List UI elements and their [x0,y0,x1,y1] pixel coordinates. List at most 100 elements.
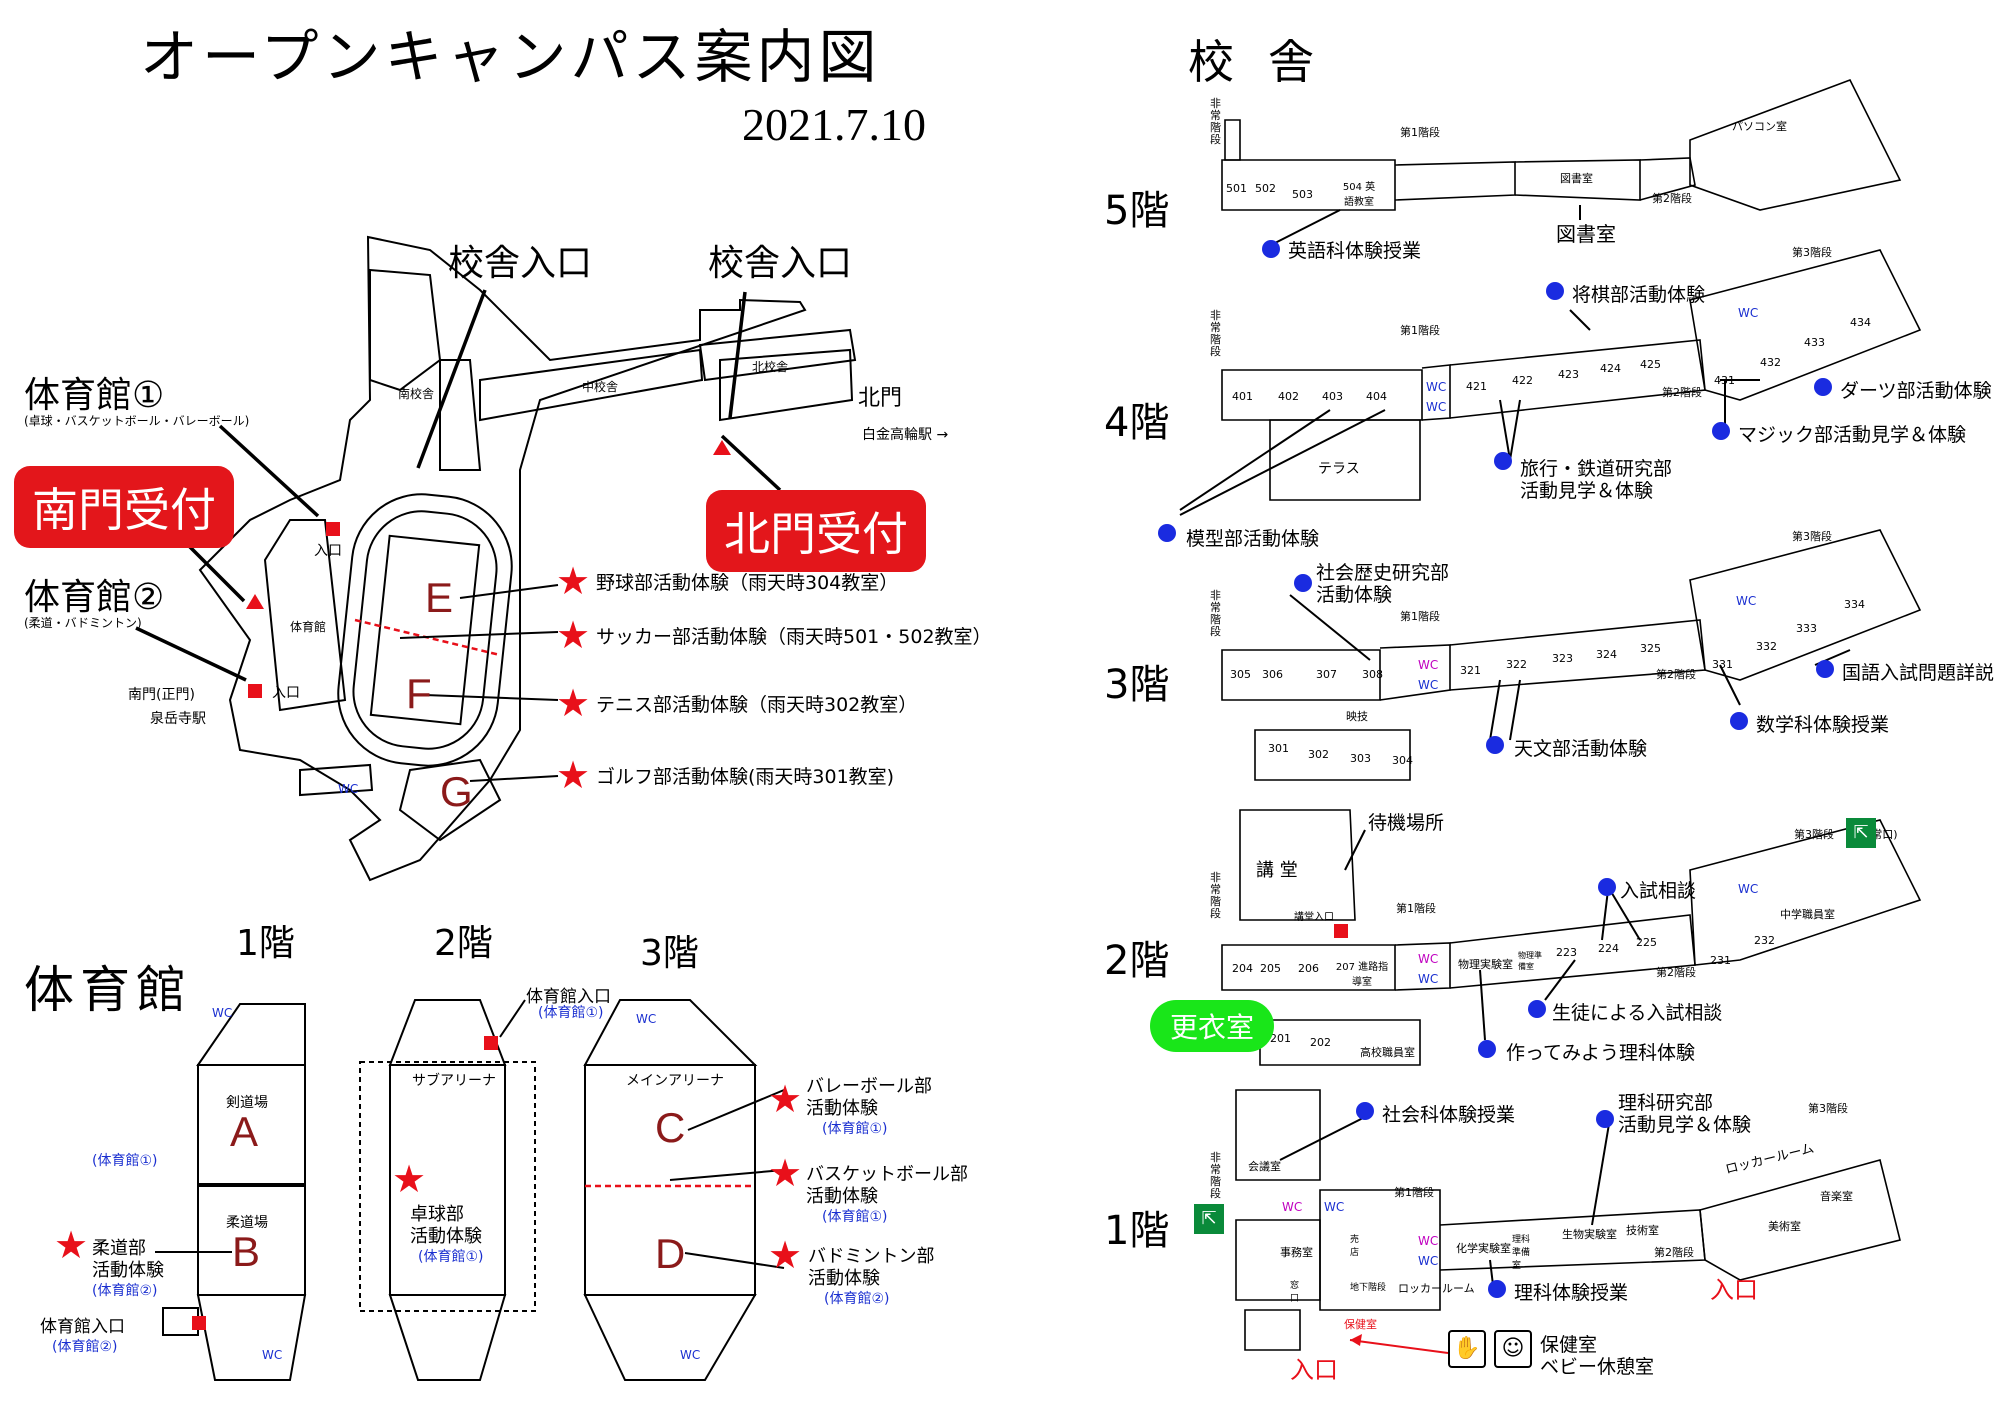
judo-hall: 柔道場 [226,1215,268,1231]
blue-dot-icon [1488,1280,1506,1298]
floor-1: 1階 [1104,1208,1170,1254]
room-403: 403 [1322,390,1343,403]
room-425: 425 [1640,358,1661,371]
station-south: 泉岳寺駅 [150,711,206,727]
zone-c: C [655,1104,686,1151]
art-room: 美術室 [1768,1220,1801,1233]
star-icon: ★ [768,1077,803,1121]
room-301: 301 [1268,742,1289,755]
room-404: 404 [1366,390,1387,403]
activity-soccer: サッカー部活動体験（雨天時501・502教室） [596,626,992,648]
wc: WC [1418,972,1439,986]
south-gate: 南門(正門) [128,687,195,703]
room-305: 305 [1230,668,1251,681]
social-history-2: 活動体験 [1316,584,1393,606]
gym-title: 体育館 [24,961,192,1019]
room-225: 225 [1636,936,1657,949]
room-332: 332 [1756,640,1777,653]
locker-room: ロッカールーム [1398,1282,1475,1295]
admission-consult: 入試相談 [1620,880,1697,902]
japanese-exam: 国語入試問題詳説 [1842,662,1995,684]
bd-act-1: バドミントン部 [808,1246,935,1267]
wc: WC [1418,1234,1439,1248]
stair-1: 第1階段 [1394,1186,1434,1199]
waiting-area: 待機場所 [1368,812,1445,834]
sub-arena: サブアリーナ [412,1073,496,1089]
vb-act-1: バレーボール部 [806,1076,932,1097]
activity-tennis: テニス部活動体験（雨天時302教室） [596,694,918,716]
office: 事務室 [1280,1246,1313,1259]
star-icon: ★ [556,681,591,725]
gym-wc: WC [636,1012,657,1026]
room-308: 308 [1362,668,1383,681]
gym-f1-entrance-note: (体育館②) [52,1339,118,1355]
darts-activity: ダーツ部活動体験 [1840,380,1992,402]
shop: 売店 [1350,1235,1360,1258]
star-icon: ★ [556,613,591,657]
room-503: 503 [1292,188,1313,201]
gym1-sub: (卓球・バスケットボール・バレーボール) [24,414,250,428]
room-pc: パソコン室 [1732,120,1787,133]
room-433: 433 [1804,336,1825,349]
rail-activity-1: 旅行・鉄道研究部 [1520,458,1673,480]
baby-room-icon: ☺ [1494,1330,1532,1368]
room-307: 307 [1316,668,1337,681]
star-icon: ★ [54,1223,89,1267]
building-north: 北校舎 [752,360,789,374]
magic-activity: マジック部活動見学＆体験 [1738,424,1967,446]
room-302: 302 [1308,748,1329,761]
gym1-label: 体育館① [24,375,165,416]
room-324: 324 [1596,648,1617,661]
bb-act-gym: (体育館①) [822,1209,888,1225]
campus-wc: WC [338,782,359,796]
stair-3: 第3階段 [1792,530,1832,543]
astronomy-activity: 天文部活動体験 [1514,738,1648,760]
blue-dot-icon [1158,524,1176,542]
auditorium: 講 堂 [1256,860,1298,881]
wc: WC [1426,400,1447,414]
room-201: 201 [1270,1032,1291,1045]
room-206: 206 [1298,962,1319,975]
kendo-hall: 剣道場 [226,1095,268,1111]
entrance-marker-icon [192,1316,206,1330]
bio-lab: 生物実験室 [1562,1228,1617,1241]
music-room: 音楽室 [1820,1190,1853,1203]
blue-dot-icon [1816,660,1834,678]
stair-1: 第1階段 [1400,610,1440,623]
entrance-marker-icon [484,1036,498,1050]
gym-f1-entrance: 体育館入口 [40,1317,125,1337]
gym-floor-1: 1階 [236,923,295,964]
gym-entrance-small-1: 入口 [314,543,342,559]
emergency-stairs: 非常階段 [1210,1151,1221,1200]
bd-act-2: 活動体験 [808,1268,880,1289]
bb-act-1: バスケットボール部 [806,1164,968,1185]
emergency-stairs: 非常階段 [1210,589,1221,638]
blue-dot-icon [1528,1000,1546,1018]
changing-room-badge: 更衣室 [1150,1000,1275,1052]
room-424: 424 [1600,362,1621,375]
entrance-label: 入口 [1710,1276,1758,1304]
room-207: 207 進路指導室 [1335,962,1389,988]
gym-f2-entrance-note: (体育館①) [538,1005,604,1021]
room-434: 434 [1850,316,1871,329]
english-trial: 英語科体験授業 [1288,240,1422,262]
blue-dot-icon [1596,1110,1614,1128]
activity-baseball: 野球部活動体験（雨天時304教室） [596,572,899,594]
stair-1: 第1階段 [1396,902,1436,915]
chem-lab: 化学実験室 [1456,1242,1511,1255]
room-401: 401 [1232,390,1253,403]
window: 窓口 [1290,1281,1300,1304]
wc: WC [1324,1200,1345,1214]
shogi-activity: 将棋部活動体験 [1572,284,1706,306]
science-prep: 理科準備室 [1512,1235,1531,1271]
vb-act-gym: (体育館①) [822,1121,888,1137]
station-north: 白金高輪駅 → [862,427,949,443]
wc: WC [1418,952,1439,966]
blue-dot-icon [1730,712,1748,730]
room-306: 306 [1262,668,1283,681]
exit-icon: ⇱ [1194,1204,1224,1234]
physics-lab: 物理実験室 [1458,958,1513,971]
physics-prep: 物理準備室 [1518,951,1542,971]
star-icon: ★ [768,1233,803,1277]
room-321: 321 [1460,664,1481,677]
